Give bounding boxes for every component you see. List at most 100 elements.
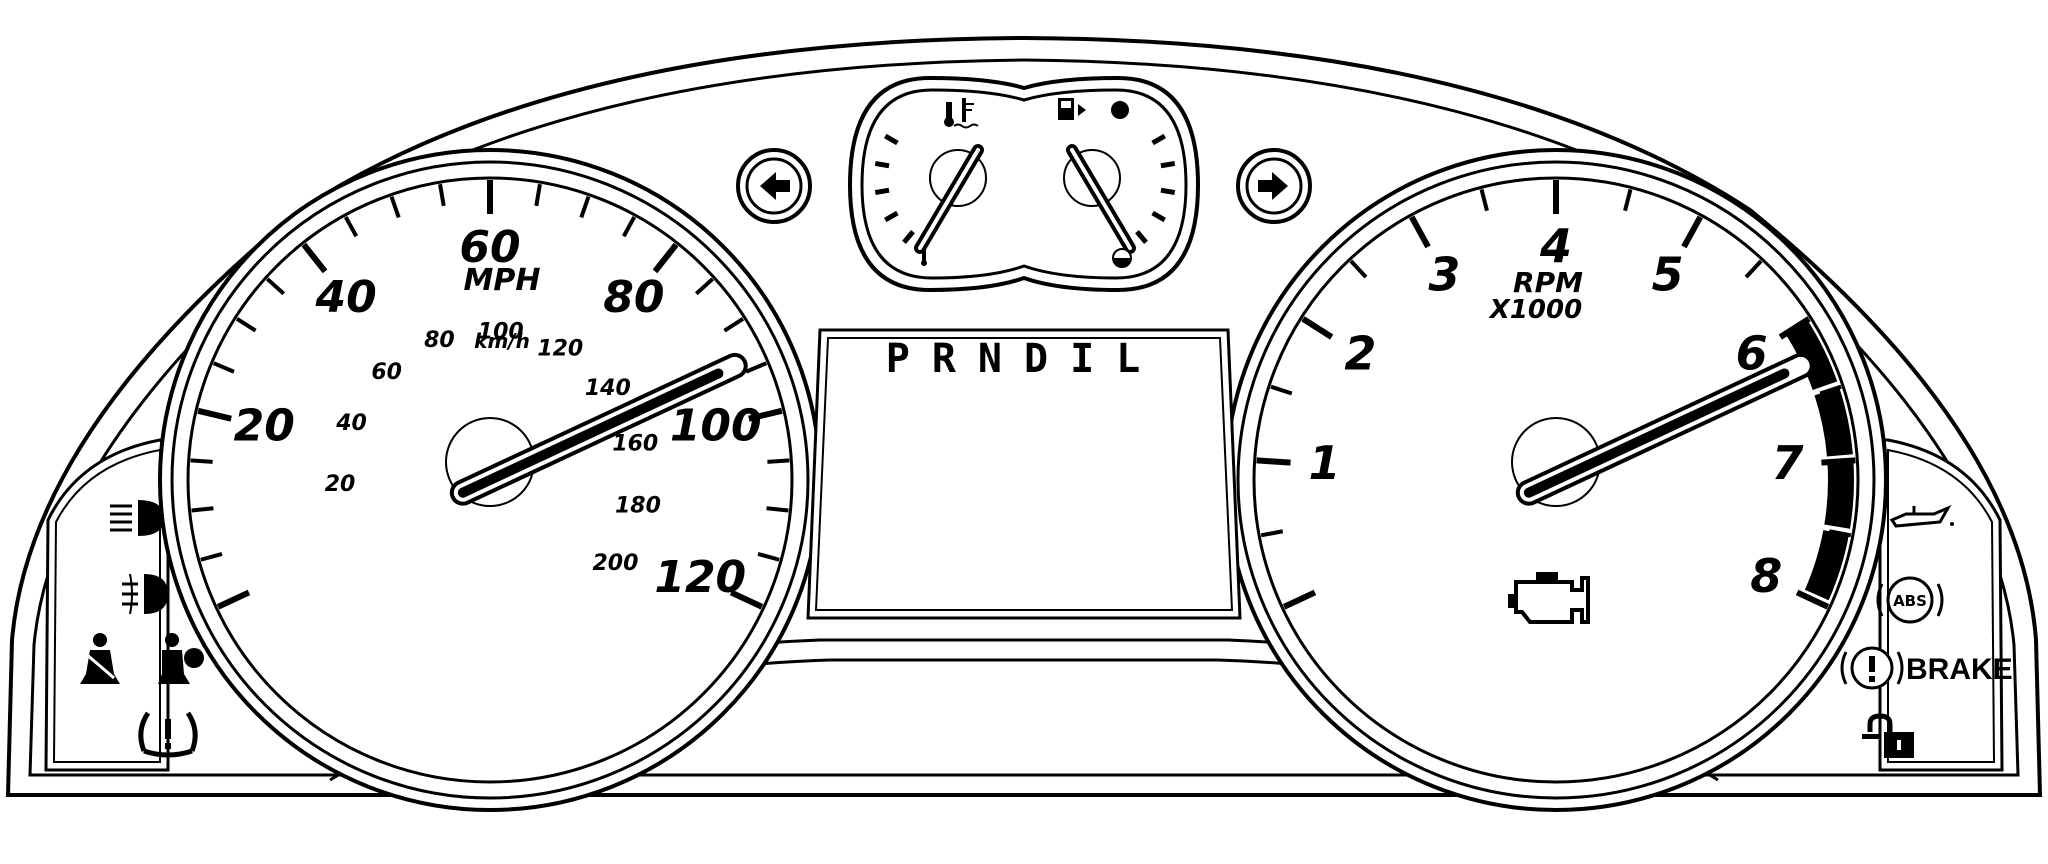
speedometer-kmh-label: 120 — [537, 336, 583, 361]
left-telltale-panel — [44, 438, 170, 772]
gauge-tick — [1828, 529, 1852, 538]
center-gauge-tick — [884, 133, 899, 146]
center-gauge-tick — [1151, 133, 1166, 146]
center-gauge-tick — [1160, 160, 1176, 169]
gear-display: PRNDIL — [806, 328, 1242, 620]
gauge-tick — [301, 242, 328, 274]
speedometer-mph-label: 20 — [234, 400, 295, 451]
tachometer-label: 5 — [1652, 248, 1684, 302]
tachometer-redline-band — [1785, 319, 1854, 601]
right-telltale-panel-inner — [1887, 448, 1996, 763]
brake-label: BRAKE — [1906, 653, 2013, 686]
speedometer-mph-label: 80 — [603, 272, 664, 323]
gauge-tick — [534, 183, 542, 207]
gauge-tick — [652, 242, 679, 274]
gauge-tick — [766, 506, 789, 513]
abs-label: ABS — [1893, 592, 1927, 610]
speedometer-mph-unit: MPH — [464, 263, 541, 298]
tachometer-label: 1 — [1308, 436, 1340, 490]
gauge-tick — [1301, 316, 1334, 340]
gauge-tick — [1778, 316, 1811, 340]
temp-gauge-needle — [914, 144, 984, 254]
gauge-tick — [723, 317, 745, 333]
temperature-icon — [944, 102, 954, 127]
speedometer-mph-label: 120 — [654, 552, 746, 603]
fuel-gauge-needle — [1066, 144, 1136, 254]
tachometer-needle — [1515, 352, 1814, 506]
redline-segment — [1824, 460, 1854, 529]
gauge-tick — [729, 589, 764, 610]
turn-right-icon — [1236, 148, 1312, 224]
speedometer-kmh-label: 100 — [478, 319, 524, 344]
gear-display-frame — [806, 328, 1242, 620]
speedometer-kmh-label: 20 — [325, 472, 356, 497]
gauge-tick — [212, 361, 235, 374]
abs-icon: ABS — [1876, 576, 1944, 624]
gauge-tick — [1260, 529, 1284, 538]
gauge-tick — [694, 277, 714, 296]
check-engine-icon — [1508, 572, 1590, 624]
tachometer-label: 8 — [1750, 549, 1782, 603]
gauge-tick — [190, 458, 213, 464]
center-gauge-tick — [884, 210, 899, 223]
center-pod-outline-inner — [860, 88, 1188, 280]
speedometer-needle — [449, 352, 748, 506]
gauge-tick — [197, 407, 232, 422]
speedometer-mph-label: 100 — [670, 400, 762, 451]
center-gauge-tick — [874, 187, 890, 196]
speedometer-kmh-label: 80 — [424, 328, 455, 353]
gauge-tick — [216, 589, 251, 610]
redline-segment — [1804, 530, 1849, 601]
speedometer-mph-label: 40 — [314, 272, 376, 323]
gauge-tick — [1744, 259, 1763, 279]
high-beam-icon — [110, 500, 164, 536]
speedometer-ticks — [190, 180, 790, 610]
center-gauge-pod — [847, 75, 1201, 293]
gauge-tick — [1821, 457, 1856, 466]
fuel-pump-icon — [1058, 98, 1129, 120]
center-gauge-tick — [1151, 210, 1166, 223]
fog-lamp-icon — [122, 573, 168, 615]
gauge-tick — [235, 317, 257, 333]
temp-low-icon — [921, 250, 927, 266]
gauge-tick — [757, 551, 780, 562]
tachometer-unit-x1000: X1000 — [1488, 295, 1582, 325]
seatbelt-icon — [80, 633, 120, 684]
gauge-tick — [1282, 589, 1317, 610]
gauge-tick — [438, 183, 446, 207]
security-lock-icon — [1862, 713, 1914, 758]
tire-pressure-icon — [138, 711, 198, 758]
brake-warning-icon: BRAKE — [1840, 646, 2013, 690]
tachometer-label: 2 — [1344, 326, 1376, 380]
speedometer-kmh-label: 160 — [612, 432, 658, 457]
redline-segment — [1785, 319, 1838, 390]
tachometer-label: 4 — [1539, 219, 1572, 273]
gauge-tick — [1479, 188, 1489, 212]
gauge-tick — [1256, 457, 1291, 466]
gauge-tick — [767, 458, 790, 464]
gear-display-frame-inner — [814, 337, 1234, 611]
airbag-icon — [158, 633, 204, 684]
turn-left-icon — [736, 148, 812, 224]
speedometer-kmh-label: 40 — [335, 411, 367, 436]
gear-indicator-text: PRNDIL — [886, 336, 1163, 382]
gauge-tick — [748, 407, 783, 422]
speedometer-kmh-label: 140 — [585, 376, 631, 401]
center-pod-outline — [847, 75, 1201, 293]
gauge-tick — [1681, 215, 1703, 249]
gauge-tick — [1349, 259, 1368, 279]
redline-segment — [1814, 387, 1853, 457]
center-gauge-tick — [1160, 187, 1176, 196]
center-gauge-tick — [1135, 230, 1148, 244]
speedometer-kmh-label: 200 — [592, 551, 638, 576]
center-gauge-tick — [874, 160, 890, 169]
center-gauge-ticks — [874, 133, 1176, 244]
speedometer-kmh-label: 180 — [615, 494, 661, 519]
oil-pressure-icon — [1889, 504, 1954, 528]
